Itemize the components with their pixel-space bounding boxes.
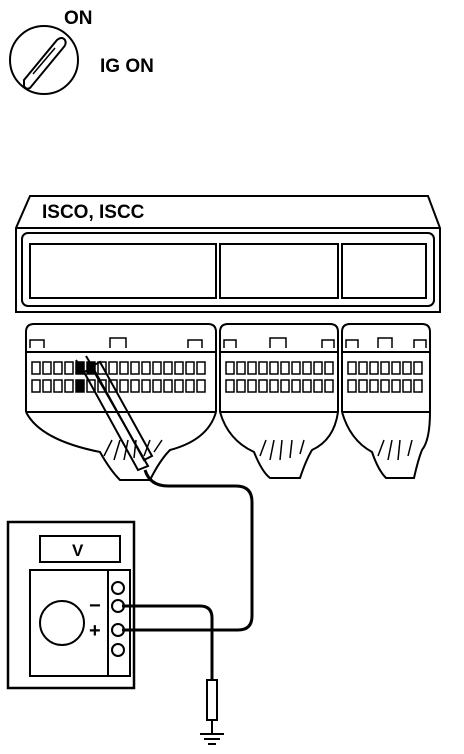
voltmeter-jack-negative [111, 599, 125, 613]
ecu-terminals-label: ISCO, ISCC [42, 202, 145, 223]
voltmeter-panel [29, 569, 131, 677]
voltmeter-jack-4 [111, 643, 125, 657]
ecu-socket-2 [219, 243, 339, 299]
ignition-switch: ON IG ON [9, 8, 154, 95]
voltmeter-positive-label: + [89, 620, 101, 642]
ecu-connector-frame [21, 232, 435, 307]
connector-1 [25, 323, 217, 481]
test-probes [75, 355, 154, 472]
connector-2 [219, 323, 339, 479]
voltmeter: V − + [6, 520, 136, 690]
voltmeter-jack-1 [111, 581, 125, 595]
ecu-socket-1 [29, 243, 217, 299]
ecu-socket-3 [341, 243, 427, 299]
voltmeter-dial [39, 600, 85, 646]
connector-3-pins [347, 361, 423, 393]
ignition-state-label: IG ON [100, 56, 154, 77]
ignition-key-icon [9, 25, 79, 95]
connector-1-pins [31, 361, 206, 393]
ignition-position-label: ON [64, 8, 93, 29]
test-lead-to-ground [122, 604, 214, 680]
voltmeter-jack-positive [111, 623, 125, 637]
voltmeter-display [39, 535, 121, 563]
connector-3 [341, 323, 431, 479]
ecu-unit: ISCO, ISCC [15, 195, 441, 313]
voltmeter-negative-label: − [89, 595, 101, 617]
key-slot [23, 37, 67, 90]
voltmeter-display-value: V [72, 541, 84, 560]
ground-symbol-icon [200, 733, 224, 745]
ground-probe [206, 679, 218, 734]
connector-2-pins [225, 361, 334, 393]
test-lead-from-connector [122, 469, 254, 632]
